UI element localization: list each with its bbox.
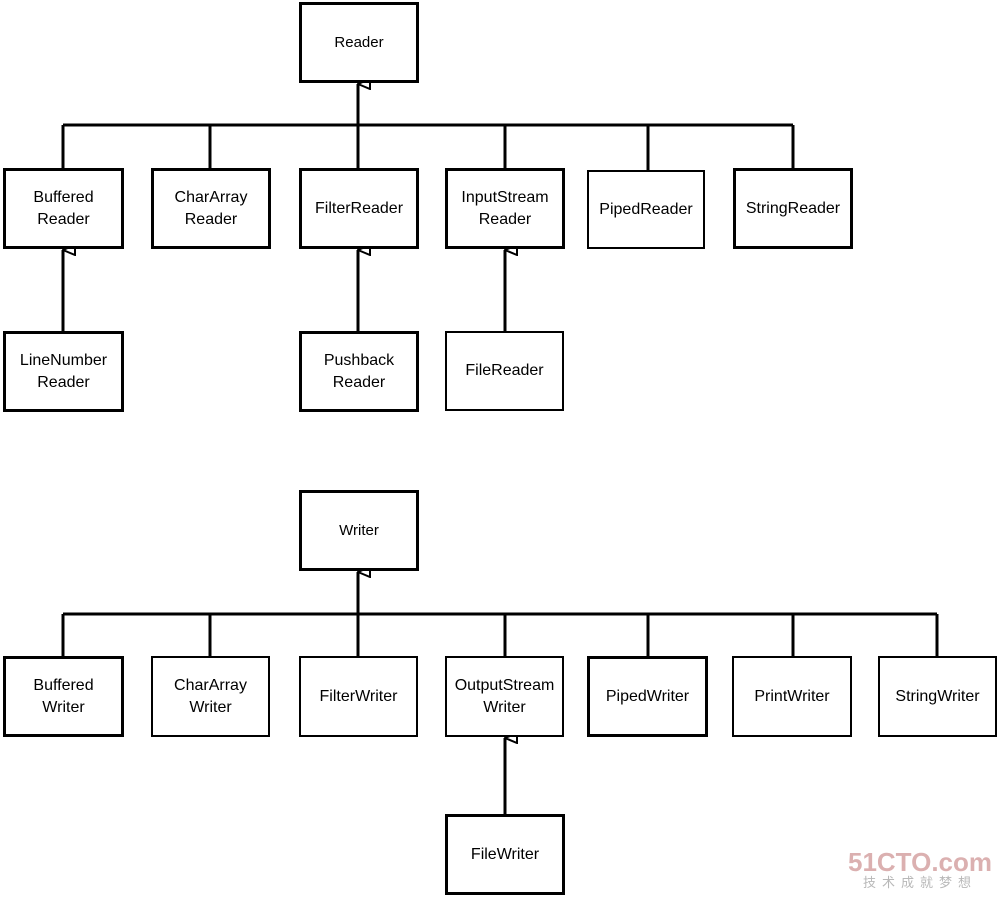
- file-writer-label: FileWriter: [470, 845, 540, 863]
- piped-writer-label: PipedWriter: [605, 687, 690, 705]
- buffered-writer-box: Buffered Writer: [3, 656, 124, 737]
- reader-root-box: Reader: [299, 2, 419, 83]
- chararray-writer-label: CharArray Writer: [174, 676, 247, 716]
- file-reader-label: FileReader: [465, 362, 544, 379]
- watermark-tagline: 技术成就梦想: [862, 876, 977, 891]
- inputstream-reader-label: InputStream Reader: [461, 188, 549, 228]
- watermark-logo: 51CTO.com: [847, 847, 992, 877]
- filter-reader-box: FilterReader: [299, 168, 419, 249]
- linenumber-reader-box: LineNumber Reader: [3, 331, 124, 412]
- chararray-writer-box: CharArray Writer: [151, 656, 270, 737]
- inputstream-reader-box: InputStream Reader: [445, 168, 565, 249]
- filter-writer-box: FilterWriter: [299, 656, 418, 737]
- buffered-reader-box: Buffered Reader: [3, 168, 124, 249]
- pushback-reader-box: Pushback Reader: [299, 331, 419, 412]
- writer-root-label: Writer: [339, 521, 379, 539]
- string-writer-label: StringWriter: [895, 687, 980, 705]
- file-reader-box: FileReader: [445, 331, 564, 411]
- watermark: 51CTO.com 技术成就梦想: [848, 848, 992, 892]
- piped-reader-label: PipedReader: [599, 200, 693, 218]
- linenumber-reader-label: LineNumber Reader: [19, 351, 108, 391]
- reader-root-label: Reader: [334, 33, 384, 51]
- string-reader-label: StringReader: [745, 199, 841, 217]
- string-writer-box: StringWriter: [878, 656, 997, 737]
- pushback-reader-label: Pushback Reader: [323, 351, 395, 391]
- print-writer-label: PrintWriter: [754, 687, 830, 705]
- filter-writer-label: FilterWriter: [319, 687, 398, 705]
- outputstream-writer-box: OutputStream Writer: [445, 656, 564, 737]
- filter-reader-label: FilterReader: [314, 199, 404, 217]
- print-writer-box: PrintWriter: [732, 656, 852, 737]
- chararray-reader-box: CharArray Reader: [151, 168, 271, 249]
- piped-reader-box: PipedReader: [587, 170, 705, 249]
- file-writer-box: FileWriter: [445, 814, 565, 895]
- chararray-reader-label: CharArray Reader: [174, 188, 248, 228]
- outputstream-writer-label: OutputStream Writer: [454, 676, 555, 716]
- piped-writer-box: PipedWriter: [587, 656, 708, 737]
- string-reader-box: StringReader: [733, 168, 853, 249]
- writer-root-box: Writer: [299, 490, 419, 571]
- buffered-writer-label: Buffered Writer: [33, 676, 94, 716]
- buffered-reader-label: Buffered Reader: [33, 188, 94, 228]
